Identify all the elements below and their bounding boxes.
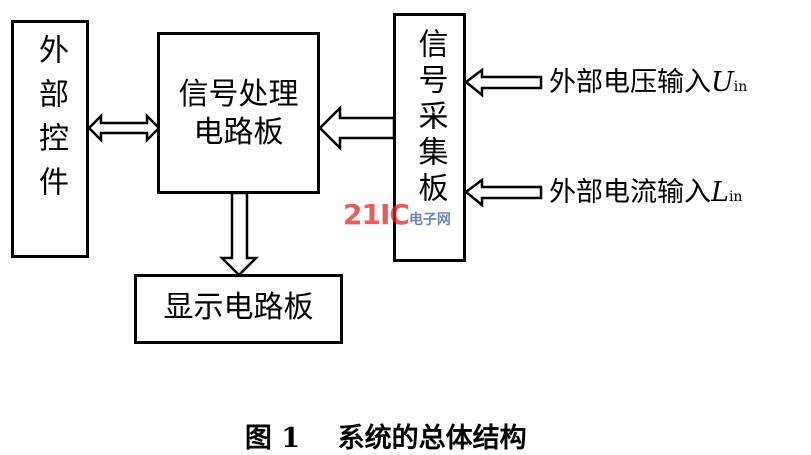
voltage-input-text: 外部电压输入 xyxy=(549,67,711,98)
signal-acquisition-board-box xyxy=(393,13,466,262)
current-input-arrow xyxy=(463,177,543,208)
current-subscript: in xyxy=(728,189,743,205)
processing-to-display-arrow xyxy=(218,191,260,277)
external-controls-label: 外部控件 xyxy=(11,34,89,210)
figure-caption: 图 1 系统的总体结构 xyxy=(226,385,527,455)
watermark-brand: 21IC xyxy=(343,198,410,231)
acquisition-to-processing-arrow xyxy=(318,104,396,152)
connection-arrows xyxy=(87,67,543,277)
display-board-text: 显示电路板 xyxy=(163,290,314,325)
signal-processing-board-box xyxy=(157,32,320,194)
external-controls-box xyxy=(11,20,89,258)
signal-processing-line1: 信号处理 xyxy=(178,77,299,112)
signal-processing-line2: 电路板 xyxy=(193,115,284,150)
voltage-input-arrow xyxy=(463,67,543,98)
bidirectional-arrow xyxy=(87,112,161,144)
voltage-input-label: 外部电压输入Uin xyxy=(549,60,747,99)
current-input-text: 外部电流输入 xyxy=(549,177,711,208)
display-board-label: 显示电路板 xyxy=(134,289,343,327)
voltage-symbol: U xyxy=(711,67,734,98)
watermark-logo: 21IC电子网 xyxy=(343,198,451,231)
signal-processing-board-label: 信号处理 电路板 xyxy=(157,76,320,152)
signal-acquisition-text: 信号采集板 xyxy=(412,28,448,208)
current-input-label: 外部电流输入Lin xyxy=(549,170,742,209)
signal-acquisition-board-label: 信号采集板 xyxy=(393,28,466,208)
watermark-text: 电子网 xyxy=(408,212,451,228)
display-board-box xyxy=(134,274,343,344)
voltage-subscript: in xyxy=(733,79,748,95)
external-controls-text: 外部控件 xyxy=(33,34,68,210)
figure-caption-text: 图 1 系统的总体结构 xyxy=(244,423,527,454)
current-symbol: L xyxy=(711,177,729,208)
